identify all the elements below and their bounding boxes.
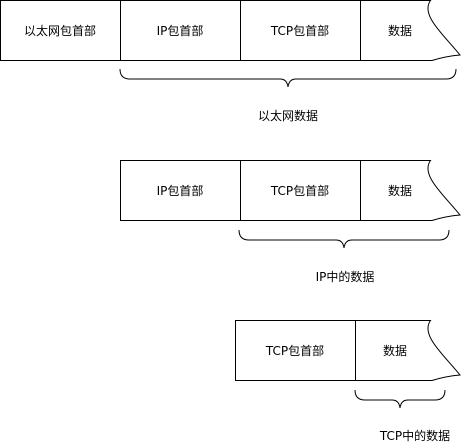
packet-shape bbox=[235, 320, 461, 381]
ip-packet-row: IP包首部 TCP包首部 数据 IP中的数据 bbox=[120, 160, 461, 284]
tcp-header-cell: TCP包首部 bbox=[265, 343, 324, 358]
brace-label: IP中的数据 bbox=[316, 269, 375, 284]
ip-header-cell: IP包首部 bbox=[157, 183, 204, 198]
data-cell: 数据 bbox=[383, 343, 407, 358]
curly-brace bbox=[238, 229, 450, 249]
tcp-header-cell: TCP包首部 bbox=[270, 23, 329, 38]
curly-brace bbox=[119, 68, 457, 88]
ethernet-header-cell: 以太网包首部 bbox=[24, 23, 96, 38]
curly-brace bbox=[354, 389, 446, 409]
packet-shape bbox=[120, 160, 461, 221]
brace-label: TCP中的数据 bbox=[379, 428, 450, 443]
tcp-segment-row: TCP包首部 数据 TCP中的数据 bbox=[235, 320, 461, 443]
brace-label: 以太网数据 bbox=[258, 108, 318, 123]
data-cell: 数据 bbox=[388, 183, 412, 198]
packet-shape bbox=[0, 0, 461, 61]
ip-header-cell: IP包首部 bbox=[157, 23, 204, 38]
tcp-header-cell: TCP包首部 bbox=[270, 183, 329, 198]
data-cell: 数据 bbox=[388, 23, 412, 38]
ethernet-frame-row: 以太网包首部 IP包首部 TCP包首部 数据 以太网数据 bbox=[0, 0, 461, 123]
